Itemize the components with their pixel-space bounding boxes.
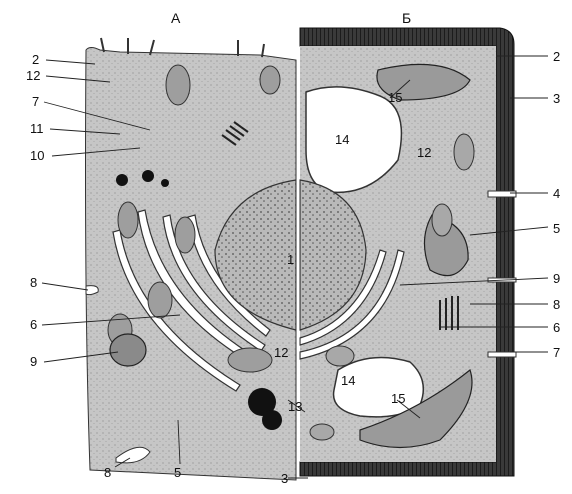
- label-er-left: 6: [30, 318, 37, 331]
- label-cell-wall-bottom: 3: [281, 472, 288, 485]
- label-nucleus: 1: [287, 253, 294, 266]
- left-cell: [86, 38, 297, 480]
- label-mitochondria-bottom: 5: [174, 466, 181, 479]
- lysosome: [110, 334, 146, 366]
- label-centrioles: 11: [30, 122, 44, 135]
- label-mitochondria-right: 5: [553, 222, 560, 235]
- label-vacuole-center: 13: [288, 400, 302, 413]
- label-pinocytosis-left: 8: [30, 276, 37, 289]
- label-ribosomes-right: 12: [417, 146, 431, 159]
- label-plasma-membrane: 2: [32, 53, 39, 66]
- label-microtubules: 10: [30, 149, 44, 162]
- label-er-right: 6: [553, 321, 560, 334]
- label-lysosome-right: 9: [553, 272, 560, 285]
- label-plasmodesma: 4: [553, 187, 560, 200]
- panel-title-b: Б: [402, 10, 411, 26]
- label-golgi-vesicles: 7: [32, 95, 39, 108]
- label-ribosomes-center: 12: [274, 346, 288, 359]
- label-golgi-right: 7: [553, 346, 560, 359]
- label-plasma-membrane-right: 2: [553, 50, 560, 63]
- label-lysosome: 9: [30, 355, 37, 368]
- label-chloroplast-bottom: 15: [391, 392, 405, 405]
- label-ribosomes-left: 12: [26, 69, 40, 82]
- panel-title-a: А: [171, 10, 180, 26]
- label-vacuole-top: 14: [335, 133, 349, 146]
- label-cell-wall-right: 3: [553, 92, 560, 105]
- label-vacuole-bottom: 14: [341, 374, 355, 387]
- label-chloroplast-top: 15: [388, 91, 402, 104]
- label-pinocytosis-bottom: 8: [104, 466, 111, 479]
- label-pinocytosis-right: 8: [553, 298, 560, 311]
